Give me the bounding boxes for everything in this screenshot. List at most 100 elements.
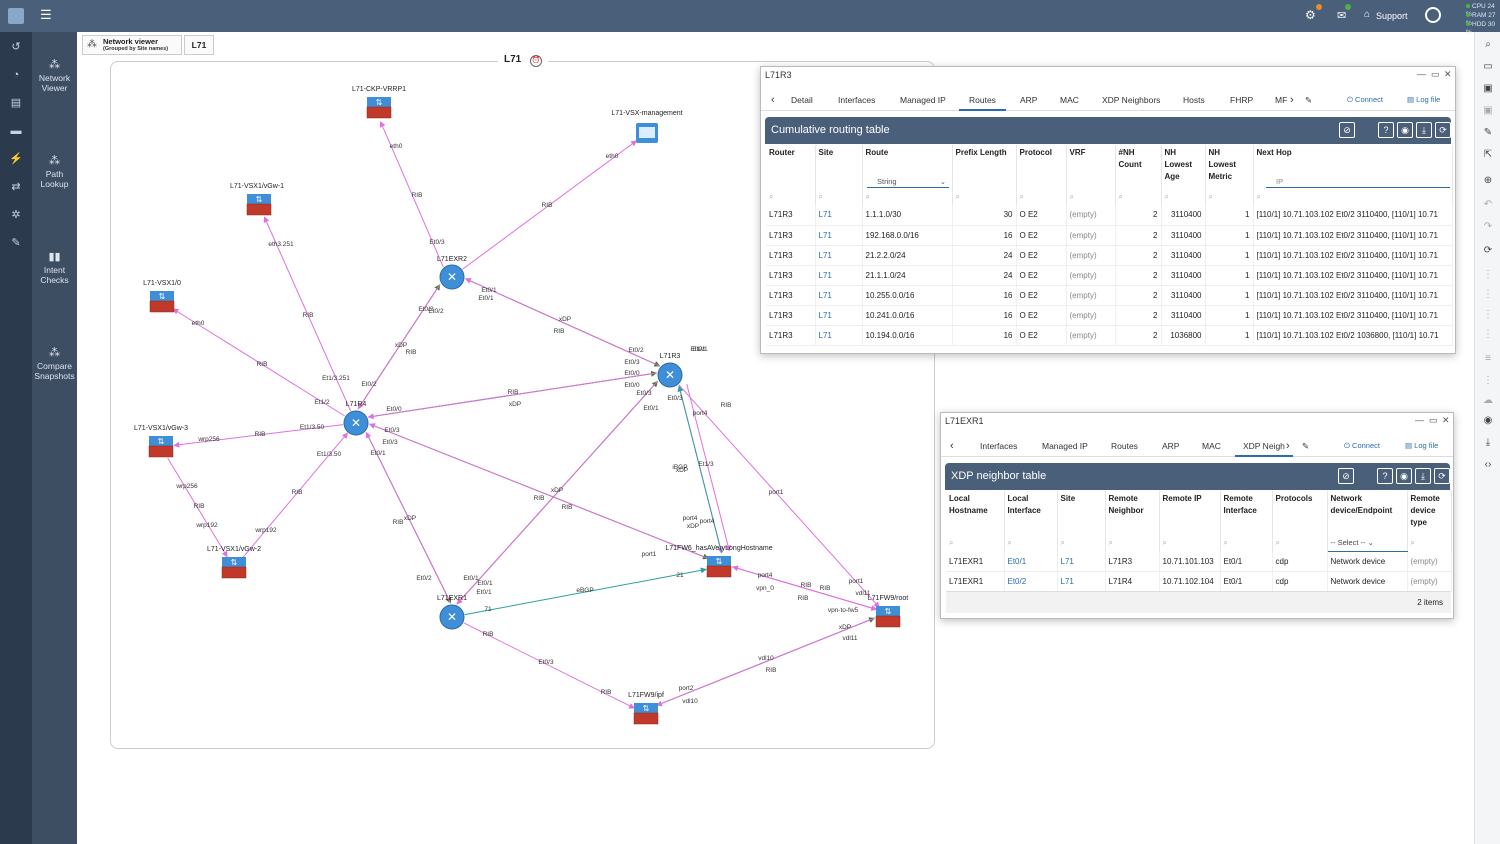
search-icon[interactable]: ⌕ — [1485, 39, 1491, 50]
link-edge[interactable] — [678, 384, 880, 608]
table-cell[interactable]: L71 — [1057, 571, 1106, 592]
tab-interfaces[interactable]: Interfaces — [838, 95, 876, 105]
node-fw9ipf[interactable]: ⇅L71FW9/ipf — [628, 692, 664, 725]
table-cell[interactable]: Et0/1 — [1004, 551, 1058, 572]
gears-icon[interactable]: ✲ — [11, 209, 21, 221]
tab-xdp-neigh[interactable]: XDP Neigh — [1235, 437, 1293, 457]
refresh-icon[interactable]: ⟳ — [1435, 122, 1451, 138]
align-icon[interactable]: ⋮ — [1483, 289, 1493, 300]
tab-detail[interactable]: Detail — [791, 95, 813, 105]
pencil-icon[interactable]: ✎ — [1302, 441, 1310, 451]
filter-search-icon[interactable]: ⌕ — [1272, 535, 1328, 552]
save-icon[interactable]: ▣ — [1483, 83, 1493, 94]
download-icon[interactable]: ⤓ — [1415, 468, 1431, 484]
link-edge[interactable] — [365, 431, 452, 604]
link-edge[interactable] — [173, 424, 344, 448]
filter-search-icon[interactable]: ⌕ — [1105, 535, 1160, 552]
node-vsxm[interactable]: L71-VSX-management — [611, 110, 683, 143]
filter-search-icon[interactable]: ⌕ — [1205, 189, 1254, 205]
distribute-icon[interactable]: ⋮ — [1483, 309, 1493, 320]
router-icon[interactable] — [439, 264, 465, 290]
dashboard-icon[interactable]: ◔ — [12, 69, 20, 81]
view-icon[interactable]: ◉ — [1397, 122, 1413, 138]
col-protocol[interactable]: Protocol — [1016, 145, 1067, 189]
help-icon[interactable]: ? — [1378, 122, 1394, 138]
breadcrumb-network-viewer[interactable]: ⁂ Network viewer (Grouped by Site names) — [82, 35, 182, 55]
col-vrf[interactable]: VRF — [1066, 145, 1116, 189]
table-cell[interactable]: L71 — [815, 285, 863, 306]
nav-intent-checks[interactable]: ▮▮Intent Checks — [32, 252, 77, 286]
tab-next-icon[interactable]: › — [1286, 440, 1290, 452]
node-vgw3[interactable]: ⇅L71-VSX1/vGw-3 — [134, 425, 188, 458]
router-icon[interactable] — [343, 410, 369, 436]
connect-button[interactable]: ⏻ Connect — [1344, 441, 1380, 450]
filter-search-icon[interactable]: ⌕ — [1220, 535, 1273, 552]
menu-icon[interactable]: ☰ — [40, 7, 52, 22]
filter-clear-icon[interactable]: ⊘ — [1339, 122, 1355, 138]
nav-network-viewer[interactable]: ⁂Network Viewer — [32, 60, 77, 94]
support-icon[interactable]: ⌂ — [1364, 9, 1371, 20]
link-edge[interactable] — [456, 380, 658, 605]
table-cell[interactable]: L71 — [815, 265, 863, 286]
device-type-select[interactable]: -- Select -- ⌄ — [1327, 535, 1408, 552]
col-site[interactable]: Site — [815, 145, 863, 189]
filter-search-icon[interactable]: ⌕ — [1057, 535, 1106, 552]
col-remote-device-type[interactable]: Remote device type — [1407, 491, 1452, 535]
route-filter-select[interactable]: String⌄ — [867, 175, 949, 188]
table-cell[interactable]: L71 — [1057, 551, 1106, 572]
firewall-icon[interactable] — [150, 291, 174, 301]
router-icon[interactable] — [657, 362, 683, 388]
table-cell[interactable]: L71 — [815, 225, 863, 246]
link-edge[interactable] — [462, 140, 638, 270]
routes-window[interactable]: L71R3 — ▭ ✕ ‹ Detail Interfaces Managed … — [760, 66, 1456, 354]
tab-hosts[interactable]: Hosts — [1183, 95, 1205, 105]
inventory-icon[interactable]: ▬ — [10, 125, 22, 137]
user-avatar[interactable] — [1425, 7, 1441, 23]
code-icon[interactable]: ‹› — [1484, 459, 1492, 470]
filter-search-icon[interactable]: ⌕ — [1066, 189, 1116, 205]
filter-search-icon[interactable]: ⌕ — [1407, 535, 1452, 552]
nav-compare-snapshots[interactable]: ⁂Compare Snapshots — [32, 348, 77, 382]
table-cell[interactable]: L71 — [815, 305, 863, 326]
firewall-icon[interactable] — [876, 606, 900, 616]
col-remote-neighbor[interactable]: Remote Neighbor — [1105, 491, 1160, 535]
xdp-window[interactable]: L71EXR1 — ▭ ✕ ‹ Interfaces Managed IP Ro… — [940, 412, 1454, 619]
col-site[interactable]: Site — [1057, 491, 1106, 535]
redo-icon[interactable]: ↷ — [1483, 221, 1493, 232]
tab-back-icon[interactable]: ‹ — [950, 440, 954, 452]
link-edge[interactable] — [369, 423, 709, 559]
tab-next-icon[interactable]: › — [1290, 94, 1294, 106]
tab-managed-ip[interactable]: Managed IP — [900, 95, 946, 105]
filter-search-icon[interactable]: ⌕ — [952, 189, 1017, 205]
center-icon[interactable]: ⊕ — [1483, 175, 1493, 186]
tab-routes[interactable]: Routes — [959, 91, 1006, 111]
cloud-icon[interactable]: ☁ — [1483, 395, 1493, 406]
link-edge[interactable] — [357, 284, 441, 410]
col-nh-count[interactable]: #NH Count — [1115, 145, 1162, 189]
support-link[interactable]: Support — [1376, 11, 1408, 21]
filter-search-icon[interactable]: ⌕ — [1115, 189, 1162, 205]
filter-search-icon[interactable]: ⌕ — [862, 189, 953, 205]
node-vsx0[interactable]: ⇅L71-VSX1/0 — [143, 280, 181, 313]
log-file-button[interactable]: ▤ Log file — [1405, 441, 1439, 450]
firewall-icon[interactable] — [149, 436, 173, 446]
log-file-button[interactable]: ▤ Log file — [1407, 95, 1441, 104]
col-nh-lowest-age[interactable]: NH Lowest Age — [1161, 145, 1206, 189]
link-edge[interactable] — [167, 457, 228, 558]
firewall-icon[interactable] — [367, 97, 391, 107]
col-protocols[interactable]: Protocols — [1272, 491, 1328, 535]
eye-icon[interactable]: ◉ — [1483, 415, 1493, 426]
view-icon[interactable]: ◉ — [1396, 468, 1412, 484]
col-local-interface[interactable]: Local Interface — [1004, 491, 1058, 535]
link-edge[interactable] — [172, 308, 346, 417]
filter-search-icon[interactable]: ⌕ — [1161, 189, 1206, 205]
node-fw9root[interactable]: ⇅L71FW9/root — [868, 595, 909, 628]
tab-routes[interactable]: Routes — [1111, 441, 1138, 451]
link-edge[interactable] — [367, 372, 657, 420]
table-cell[interactable]: Et0/2 — [1004, 571, 1058, 592]
mail-icon[interactable]: ✉ — [1337, 10, 1347, 22]
